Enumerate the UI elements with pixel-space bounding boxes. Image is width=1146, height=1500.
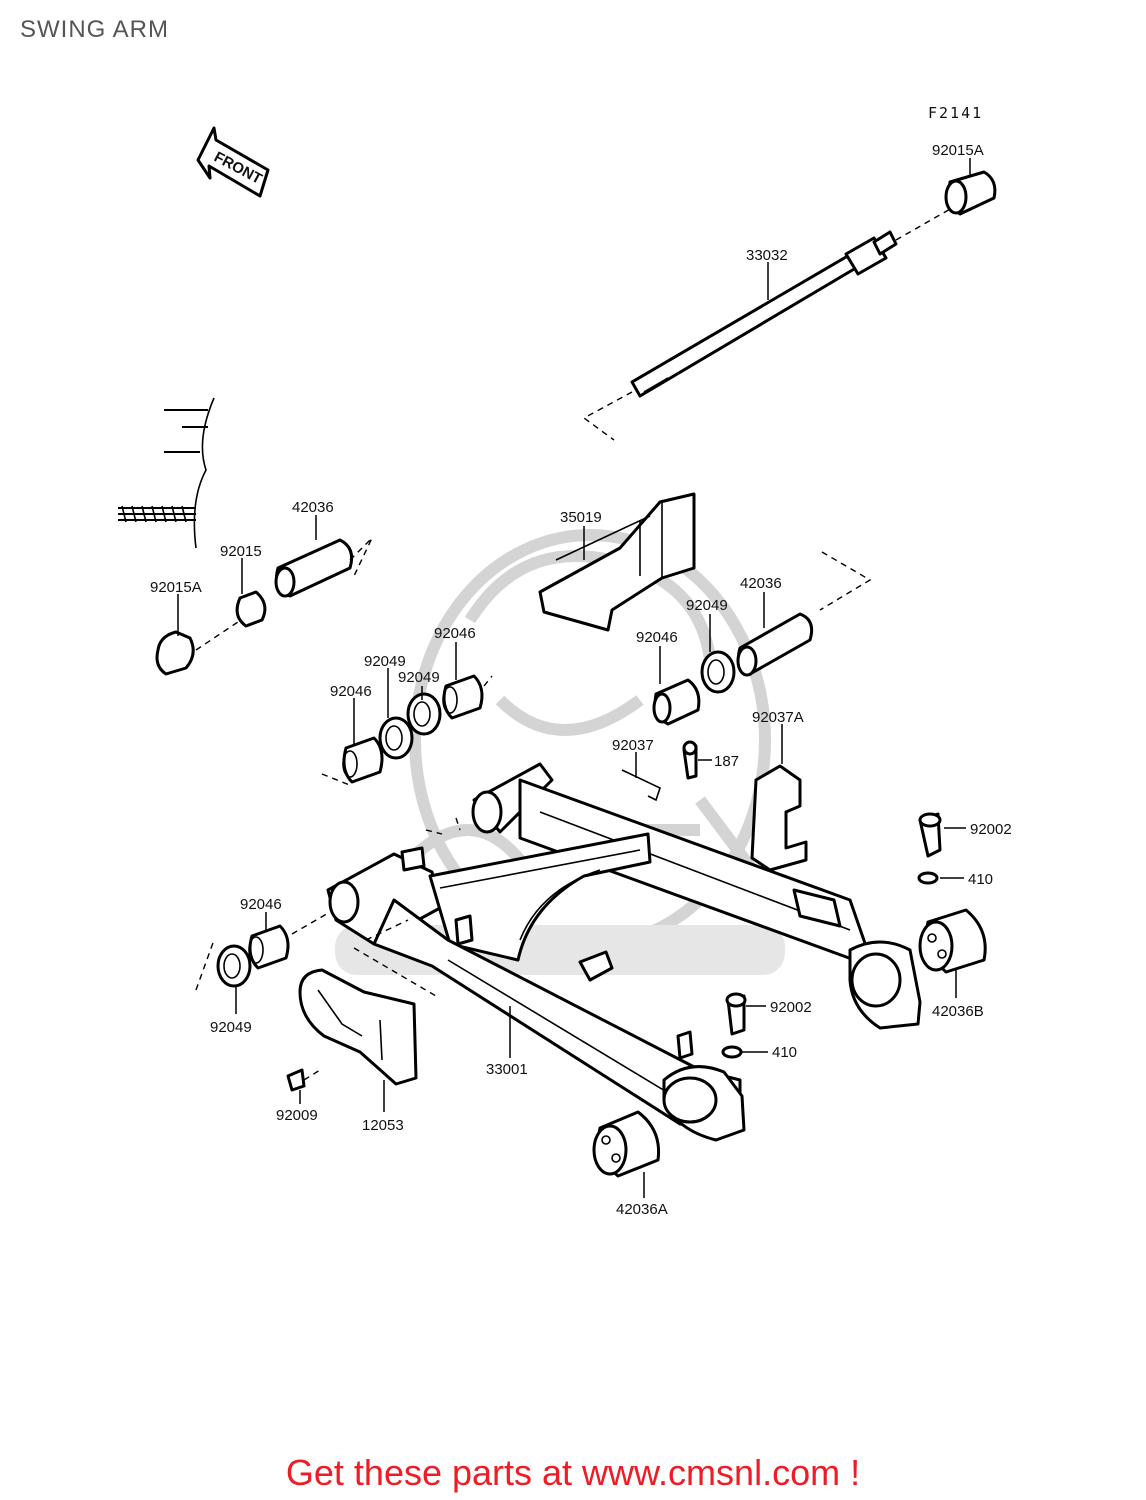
left-pivot-parts — [155, 537, 373, 676]
label-42036-left: 42036 — [292, 499, 334, 516]
leader-lines — [177, 158, 971, 1198]
page-title: SWING ARM — [20, 16, 170, 43]
label-92049-right: 92049 — [686, 597, 728, 614]
swing-arm-body — [326, 762, 922, 1142]
collar-92015A-top — [944, 170, 997, 216]
label-187: 187 — [714, 753, 739, 770]
label-92009: 92009 — [276, 1107, 318, 1124]
promo-link[interactable]: Get these parts at www.cmsnl.com ! — [285, 1452, 861, 1493]
label-42036A: 42036A — [616, 1201, 668, 1218]
label-42036-right: 42036 — [740, 575, 782, 592]
frame-fragment — [118, 397, 215, 549]
label-92015A-left: 92015A — [150, 579, 202, 596]
label-92046-a: 92046 — [434, 625, 476, 642]
bolts-and-washers — [721, 812, 942, 1059]
label-92015: 92015 — [220, 543, 262, 560]
label-92049-c: 92049 — [210, 1019, 252, 1036]
label-410-top: 410 — [968, 871, 993, 888]
left-bearing-stack — [321, 674, 493, 787]
bracket-35019 — [538, 492, 696, 632]
label-33032: 33032 — [746, 247, 788, 264]
right-pivot-parts — [652, 551, 872, 726]
lower-left-bearings — [195, 911, 331, 991]
label-92015A-top: 92015A — [932, 142, 984, 159]
adjuster-42036B — [918, 908, 987, 974]
label-92037: 92037 — [612, 737, 654, 754]
front-direction-marker: FRONT — [196, 126, 270, 198]
label-12053: 12053 — [362, 1117, 404, 1134]
label-92046-b: 92046 — [330, 683, 372, 700]
adjuster-42036A — [592, 1110, 661, 1178]
label-92037A: 92037A — [752, 709, 804, 726]
label-92046-right: 92046 — [636, 629, 678, 646]
label-92002-mid: 92002 — [770, 999, 812, 1016]
label-410-mid: 410 — [772, 1044, 797, 1061]
label-33001: 33001 — [486, 1061, 528, 1078]
label-92049-b: 92049 — [398, 669, 440, 686]
label-42036B: 42036B — [932, 1003, 984, 1020]
pivot-shaft — [582, 207, 953, 441]
figure-code: F2141 — [928, 104, 983, 122]
label-92046-c: 92046 — [240, 896, 282, 913]
clamp-parts — [621, 740, 808, 872]
part-labels: 92015A 33032 42036 92015 92015A 35019 42… — [150, 142, 1012, 1218]
label-92002-top: 92002 — [970, 821, 1012, 838]
label-92049-a: 92049 — [364, 653, 406, 670]
label-35019: 35019 — [560, 509, 602, 526]
chain-guard-12053 — [286, 968, 418, 1092]
